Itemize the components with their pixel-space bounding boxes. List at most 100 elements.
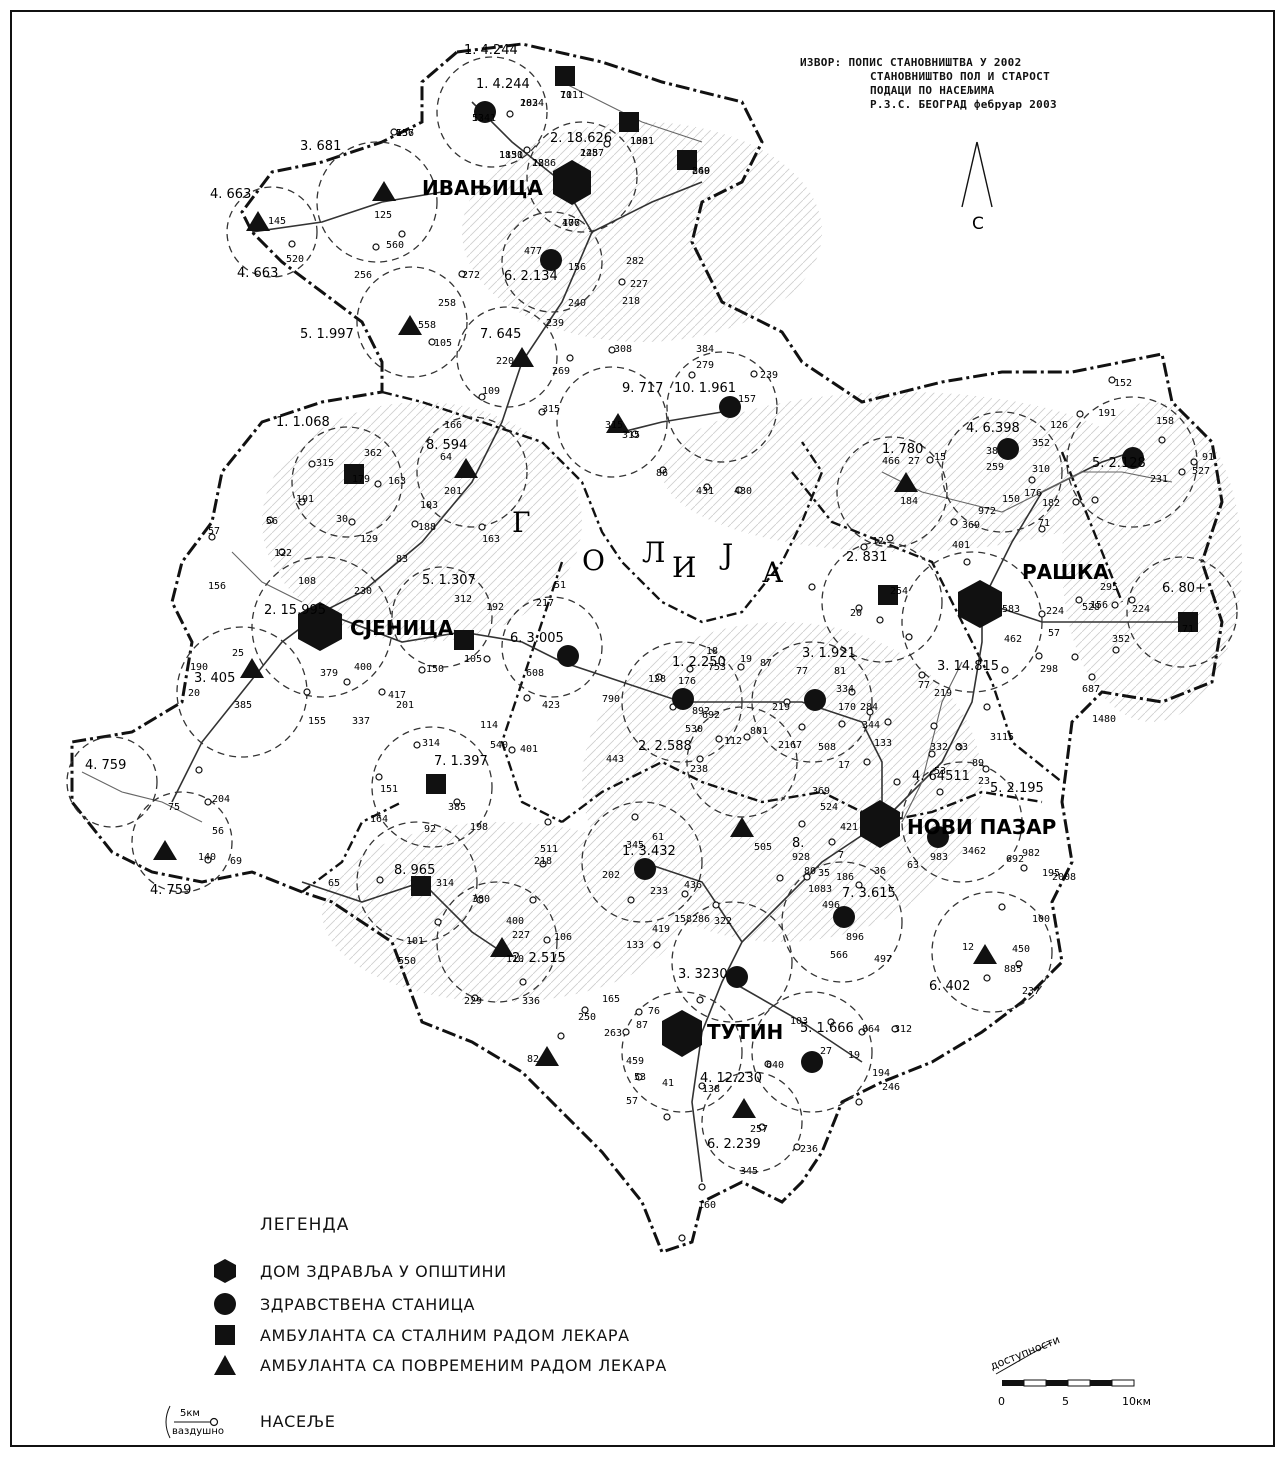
zone-label: 4. 12.230 xyxy=(700,1071,762,1086)
settlement-population: 254 xyxy=(890,586,908,597)
zone-label: 4. 759 xyxy=(85,758,126,773)
settlement-population: 477 xyxy=(562,218,580,229)
settlement-population: 421 xyxy=(840,822,858,833)
mountain-letter: Л xyxy=(642,536,665,569)
settlement-population: 179 xyxy=(352,474,370,485)
settlement-population: 352 xyxy=(1112,634,1130,645)
settlement-population: 466 xyxy=(882,456,900,467)
settlement-population: 156 xyxy=(208,581,226,592)
zone-label: 7. 645 xyxy=(480,327,521,342)
zone-label: 2. 2.588 xyxy=(638,739,692,754)
settlement-population: 7 xyxy=(838,850,844,861)
settlement-population: 236 xyxy=(800,1144,818,1155)
settlement-population: 138 xyxy=(702,1084,720,1095)
town-name: СЈЕНИЦА xyxy=(350,616,454,640)
settlement-population: 109 xyxy=(482,386,500,397)
settlement-population: 140 xyxy=(198,852,216,863)
zone-label: 5. 2.195 xyxy=(990,781,1044,796)
settlement-population: 462 xyxy=(1004,634,1022,645)
settlement-population: 150 xyxy=(1002,494,1020,505)
settlement-population: 284 xyxy=(860,702,878,713)
settlement-population: 385 xyxy=(234,700,252,711)
settlement-population: 19 xyxy=(848,1050,860,1061)
settlement-population: 158 xyxy=(1156,416,1174,427)
zone-label: 2. 18.626 xyxy=(550,131,612,146)
scale-arc-line xyxy=(995,1341,1053,1375)
settlement-population: 3462 xyxy=(962,846,986,857)
zone-label: 6. 2.134 xyxy=(504,269,558,284)
settlement-population: 530 xyxy=(685,724,703,735)
town-name: ИВАЊИЦА xyxy=(422,176,543,200)
settlement-population: 505 xyxy=(754,842,772,853)
settlement-population: 28 xyxy=(532,158,544,169)
zone-label: 2. 831 xyxy=(846,550,887,565)
settlement-population: 23 xyxy=(978,776,990,787)
settlement-population: 224 xyxy=(1132,604,1150,615)
settlement-population: 71 xyxy=(1182,624,1194,635)
settlement-population: 114 xyxy=(480,720,498,731)
mountain-letter: А xyxy=(762,556,783,589)
settlement-population: 885 xyxy=(1004,964,1022,975)
settlement-population: 86 xyxy=(656,468,668,479)
settlement-population: 233 xyxy=(650,886,668,897)
settlement-population: 640 xyxy=(766,1060,784,1071)
map-frame: С Г О Л И Ј А ИВАЊИЦА СЈЕНИЦА РАШКА НОВИ… xyxy=(10,10,1275,1447)
mountain-letter: Г xyxy=(512,506,531,539)
settlement-population: 188 xyxy=(418,522,436,533)
settlement-population: 2167 xyxy=(778,740,802,751)
settlement-population: 77 xyxy=(796,666,808,677)
zone-label: 1. 4.244 xyxy=(476,77,530,92)
settlement-population: 101 xyxy=(406,936,424,947)
settlement-population: 87 xyxy=(636,1020,648,1031)
legend-label: АМБУЛАНТА СА ПОВРЕМЕНИМ РАДОМ ЛЕКАРА xyxy=(260,1355,667,1375)
legend-title: ЛЕГЕНДА xyxy=(260,1215,350,1235)
settlement-population: 51 xyxy=(554,580,566,591)
settlement-population: 80 xyxy=(804,866,816,877)
settlement-population: 184 xyxy=(900,496,918,507)
settlement-population: 238 xyxy=(690,764,708,775)
zone-label: 6. 2.239 xyxy=(707,1137,761,1152)
settlement-population: 892 xyxy=(692,706,710,717)
settlement-population: 103 xyxy=(420,500,438,511)
settlement-population: 400 xyxy=(354,662,372,673)
settlement-population: 192 xyxy=(486,602,504,613)
settlement-population: 176 xyxy=(1024,488,1042,499)
settlement-population: 152 xyxy=(1114,378,1132,389)
settlement-population: 83 xyxy=(396,554,408,565)
scale-tick-label: 10км xyxy=(1122,1395,1151,1408)
settlement-population: 157 xyxy=(738,394,756,405)
settlement-population: 560 xyxy=(386,240,404,251)
settlement-population: 240 xyxy=(692,166,710,177)
zone-label: 4. 6.398 xyxy=(966,421,1020,436)
settlement-population: 64 xyxy=(440,452,452,463)
settlement-population: 692 xyxy=(702,710,720,721)
settlement-population: 983 xyxy=(930,852,948,863)
settlement-population: 315 xyxy=(542,404,560,415)
mountain-letter: Ј xyxy=(719,538,733,571)
settlement-population: 237 xyxy=(1022,986,1040,997)
legend-item-health-home: ДОМ ЗДРАВЉА У ОПШТИНИ xyxy=(210,1258,507,1284)
scale-segment xyxy=(1090,1380,1112,1386)
settlement-population: 896 xyxy=(846,932,864,943)
source-note: ИЗВОР: ПОПИС СТАНОВНИШТВА У 2002 СТАНОВН… xyxy=(800,56,1057,112)
zone-label: 8. xyxy=(792,836,804,851)
settlement-population: 272 xyxy=(462,270,480,281)
zone-label: 8. 965 xyxy=(394,863,435,878)
settlement-population: 219 xyxy=(772,702,790,713)
settlement-population: 17 xyxy=(838,760,850,771)
settlement-population: 508 xyxy=(818,742,836,753)
scale-segment xyxy=(1111,1379,1135,1387)
settlement-population: 166 xyxy=(444,420,462,431)
settlement-population: 18 xyxy=(706,646,718,657)
settlement-population: 972 xyxy=(978,506,996,517)
settlement-population: 345 xyxy=(626,840,644,851)
settlement-population: 105 xyxy=(464,654,482,665)
settlement-population: 201 xyxy=(444,486,462,497)
settlement-population: 35 xyxy=(818,868,830,879)
settlement-population: 227 xyxy=(630,279,648,290)
settlement-population: 53 xyxy=(934,766,946,777)
settlement-population: 369 xyxy=(962,520,980,531)
settlement-population: 1083 xyxy=(808,884,832,895)
settlement-population: 450 xyxy=(1012,944,1030,955)
zone-label: 3. 1.921 xyxy=(802,646,856,661)
